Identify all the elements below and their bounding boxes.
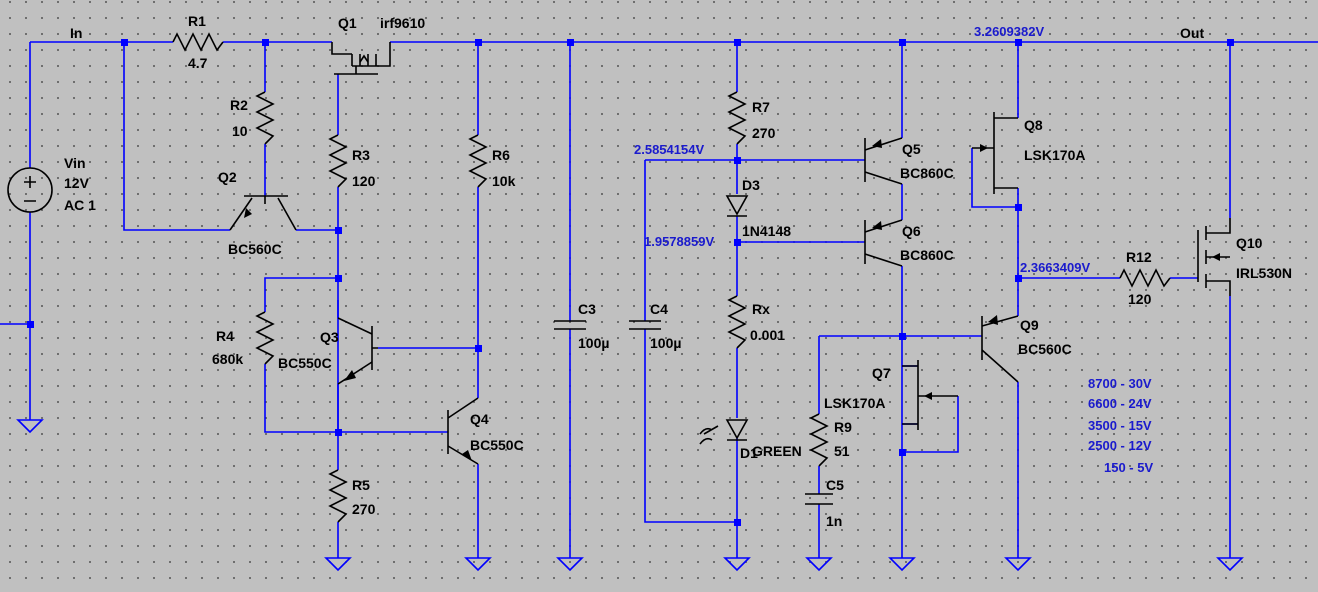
r1-value: 4.7	[188, 55, 208, 71]
ground-symbols	[16, 419, 1244, 572]
node-voltage-output: 3.2609382V	[974, 24, 1044, 39]
q6-value: BC860C	[900, 247, 954, 263]
q4-ref: Q4	[470, 411, 489, 427]
q1-value: irf9610	[380, 15, 425, 31]
note-line: 6600 - 24V	[1088, 396, 1152, 411]
d1-ref: D1	[740, 445, 758, 461]
resistor-r4-symbol	[255, 311, 275, 365]
q3-value: BC550C	[278, 355, 332, 371]
r4-value: 680k	[212, 351, 243, 367]
r7-ref: R7	[752, 99, 770, 115]
c3-value: 100µ	[578, 335, 609, 351]
q9-value: BC560C	[1018, 341, 1072, 357]
r4-ref: R4	[216, 328, 234, 344]
notes-list: 8700 - 30V 6600 - 24V 3500 - 15V 2500 - …	[1088, 376, 1153, 475]
node-voltage-q9-collector: 2.3663409V	[1020, 260, 1090, 275]
node-voltage-r7: 2.5854154V	[634, 142, 704, 157]
r1-ref: R1	[188, 13, 206, 29]
resistor-r5-symbol	[328, 469, 348, 523]
pnp-transistor-q2-symbol	[229, 195, 297, 231]
pnp-transistor-q5-symbol	[864, 137, 903, 185]
r7-value: 270	[752, 125, 776, 141]
npn-transistor-q4-symbol	[447, 397, 479, 465]
pnp-transistor-q9-symbol	[981, 315, 1019, 383]
q2-value: BC560C	[228, 241, 282, 257]
vin-ac: AC 1	[64, 197, 96, 213]
q8-ref: Q8	[1024, 117, 1043, 133]
q8-value: LSK170A	[1024, 147, 1085, 163]
q3-ref: Q3	[320, 329, 339, 345]
capacitor-c5-symbol	[805, 493, 833, 505]
note-line: 8700 - 30V	[1088, 376, 1152, 391]
r6-ref: R6	[492, 147, 510, 163]
pnp-transistor-q6-symbol	[864, 219, 903, 267]
note-line: 150 - 5V	[1104, 460, 1153, 475]
q1-ref: Q1	[338, 15, 357, 31]
r5-value: 270	[352, 501, 376, 517]
r3-ref: R3	[352, 147, 370, 163]
capacitor-c4-symbol	[629, 320, 661, 330]
resistor-r1-symbol	[172, 32, 224, 52]
q4-value: BC550C	[470, 437, 524, 453]
c5-ref: C5	[826, 477, 844, 493]
d3-ref: D3	[742, 177, 760, 193]
q7-value: LSK170A	[824, 395, 885, 411]
q9-ref: Q9	[1020, 317, 1039, 333]
q6-ref: Q6	[902, 223, 921, 239]
resistor-r2-symbol	[255, 91, 275, 145]
q10-ref: Q10	[1236, 235, 1263, 251]
diode-d3-symbol	[725, 195, 749, 217]
note-line: 3500 - 15V	[1088, 418, 1152, 433]
c4-ref: C4	[650, 301, 668, 317]
r12-value: 120	[1128, 291, 1152, 307]
node-voltage-d3: 1.9578859V	[644, 234, 714, 249]
pmosfet-q1-symbol	[331, 42, 391, 75]
c3-ref: C3	[578, 301, 596, 317]
vin-ref: Vin	[64, 155, 86, 171]
q10-value: IRL530N	[1236, 265, 1292, 281]
net-label-in: In	[70, 25, 82, 41]
resistor-rx-symbol	[727, 295, 747, 349]
jfet-q7-symbol	[902, 360, 958, 430]
r3-value: 120	[352, 173, 376, 189]
rx-value: 0.001	[750, 327, 785, 343]
r12-ref: R12	[1126, 249, 1152, 265]
vin-value: 12V	[64, 175, 90, 191]
r2-value: 10	[232, 123, 248, 139]
junctions	[27, 39, 1234, 526]
npn-transistor-q3-symbol	[337, 317, 378, 385]
led-d1-symbol	[699, 419, 749, 445]
r9-value: 51	[834, 443, 850, 459]
c5-value: 1n	[826, 513, 842, 529]
resistor-r12-symbol	[1119, 268, 1171, 288]
d1-value: GREEN	[752, 443, 802, 459]
voltage-source-symbol	[7, 167, 53, 213]
d3-value: 1N4148	[742, 223, 791, 239]
r6-value: 10k	[492, 173, 516, 189]
jfet-q8-symbol	[972, 112, 1018, 194]
resistor-r6-symbol	[468, 134, 488, 188]
capacitor-c3-symbol	[554, 320, 586, 330]
net-label-out: Out	[1180, 25, 1204, 41]
resistor-r9-symbol	[809, 413, 829, 467]
q2-ref: Q2	[218, 169, 237, 185]
r9-ref: R9	[834, 419, 852, 435]
r5-ref: R5	[352, 477, 370, 493]
resistor-r3-symbol	[328, 134, 348, 188]
r2-ref: R2	[230, 97, 248, 113]
resistor-r7-symbol	[727, 91, 747, 145]
q5-ref: Q5	[902, 141, 921, 157]
c4-value: 100µ	[650, 335, 681, 351]
rx-ref: Rx	[752, 301, 770, 317]
note-line: 2500 - 12V	[1088, 438, 1152, 453]
nmosfet-q10-symbol	[1197, 218, 1231, 296]
q5-value: BC860C	[900, 165, 954, 181]
q7-ref: Q7	[872, 365, 891, 381]
wires	[0, 41, 1318, 558]
